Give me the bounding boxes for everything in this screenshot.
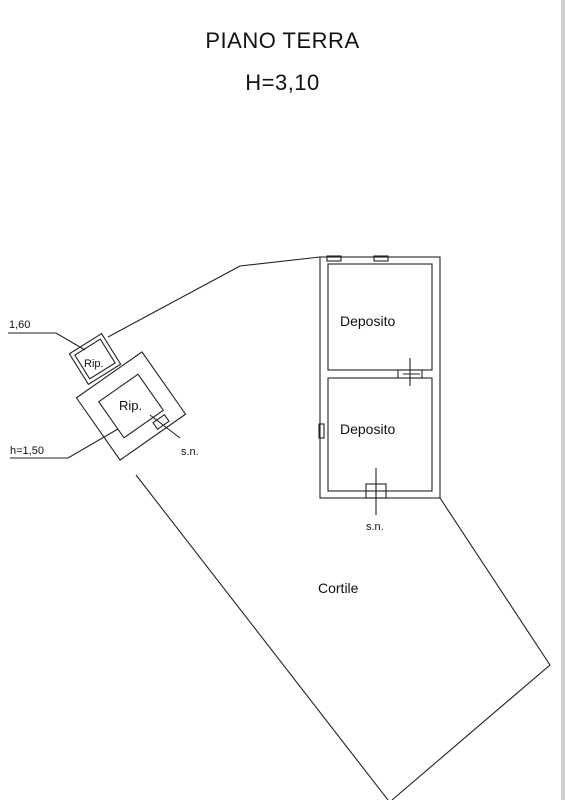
- room-label-cortile: Cortile: [318, 580, 359, 596]
- window-top-left: [326, 255, 342, 262]
- deposito-lower-room: [327, 377, 433, 492]
- room-label-deposito-lower: Deposito: [340, 421, 395, 437]
- rip-small-outer: [68, 332, 122, 386]
- room-label-deposito-upper: Deposito: [340, 313, 395, 329]
- scan-edge: [561, 0, 565, 800]
- plan-height: H=3,10: [245, 70, 320, 95]
- room-label-rip-small: Rip.: [84, 358, 104, 370]
- rip-large-outer: [75, 351, 187, 461]
- window-top-right: [373, 255, 389, 262]
- leader-sn-left: [149, 414, 181, 439]
- room-label-rip-large: Rip.: [119, 398, 142, 413]
- deposito-upper-room: [327, 263, 433, 371]
- note-sn-left: s.n.: [181, 446, 199, 458]
- rip-small-inner: [74, 338, 116, 380]
- rip-large-inner: [97, 373, 165, 439]
- note-height-large: h=1,50: [10, 445, 44, 457]
- plan-title: PIANO TERRA: [205, 28, 360, 53]
- courtyard-outline: [107, 256, 551, 800]
- leader-160: [8, 332, 86, 351]
- window-side: [318, 423, 325, 439]
- note-sn-bottom: s.n.: [366, 521, 384, 533]
- leader-150: [10, 428, 119, 459]
- note-height-small: 1,60: [9, 319, 30, 331]
